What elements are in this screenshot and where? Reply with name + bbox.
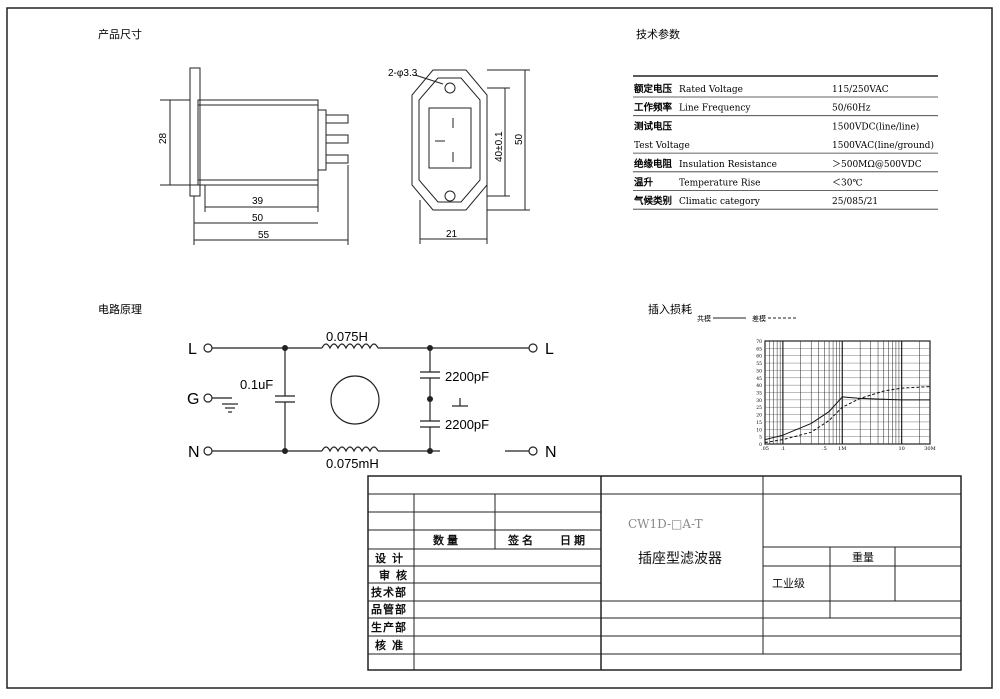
spec-value: 1500VAC(line/ground) bbox=[832, 140, 934, 151]
cap-y1-label: 2200pF bbox=[445, 369, 489, 384]
spec-cn-label: 测试电压 bbox=[634, 120, 673, 132]
sheet-border bbox=[6, 7, 993, 689]
spec-table: 额定电压 Rated Voltage 115/250VAC 工作频率 Line Freq… bbox=[633, 75, 938, 210]
y-tick-label: 50 bbox=[756, 368, 762, 374]
spec-en-label: Test Voltage bbox=[634, 141, 690, 151]
product-name: 插座型滤波器 bbox=[638, 551, 722, 567]
y-tick-label: 10 bbox=[756, 427, 762, 433]
series-common-mode-line bbox=[764, 396, 930, 441]
front-view bbox=[411, 69, 530, 244]
spec-value: ＞500MΩ@500VDC bbox=[832, 160, 922, 170]
legend-label-diff: 差模 bbox=[752, 314, 766, 323]
spec-value: 1500VDC(line/line) bbox=[832, 121, 919, 132]
title-block-outer bbox=[367, 475, 962, 671]
cap-y2-label: 2200pF bbox=[445, 417, 489, 432]
grade-label: 工业级 bbox=[772, 577, 805, 590]
dim-40: 40±0.1 bbox=[494, 131, 505, 162]
spec-value: 25/085/21 bbox=[832, 197, 878, 207]
x-tick-label: 30M bbox=[924, 446, 935, 452]
sign-header: 签名 bbox=[507, 533, 536, 547]
circuit-diagram bbox=[203, 343, 538, 456]
spec-en-label: Line Frequency bbox=[679, 104, 751, 114]
spec-en-label: Climatic category bbox=[679, 197, 761, 207]
dim-50-width: 50 bbox=[252, 213, 264, 224]
weight-label: 重量 bbox=[852, 550, 874, 564]
inductor-top-label: 0.075H bbox=[326, 329, 368, 344]
y-tick-label: 20 bbox=[756, 413, 762, 419]
dim-55: 55 bbox=[258, 230, 270, 241]
terminal-N-right: N bbox=[545, 444, 557, 461]
spec-cn-label: 额定电压 bbox=[634, 83, 673, 95]
x-tick-label: 10 bbox=[898, 446, 904, 452]
y-tick-label: 60 bbox=[756, 354, 762, 360]
y-tick-label: 70 bbox=[756, 339, 762, 345]
x-tick-label: .05 bbox=[761, 446, 769, 452]
series-diff-mode-line bbox=[764, 386, 931, 443]
dim-50-height: 50 bbox=[514, 133, 525, 145]
dimensions-title: 产品尺寸 bbox=[98, 27, 142, 41]
model-number: CW1D-□A-T bbox=[628, 517, 703, 531]
spec-value: ＜30℃ bbox=[832, 179, 863, 189]
qty-header: 数量 bbox=[433, 533, 461, 547]
x-tick-label: .1 bbox=[780, 446, 785, 452]
inductor-bottom-label: 0.075mH bbox=[326, 456, 379, 471]
y-tick-label: 65 bbox=[756, 346, 762, 352]
terminal-N-left: N bbox=[188, 444, 200, 461]
y-tick-label: 15 bbox=[756, 420, 762, 426]
y-tick-label: 0 bbox=[759, 442, 762, 448]
terminal-L-left: L bbox=[188, 341, 197, 358]
spec-value: 50/60Hz bbox=[832, 104, 871, 114]
x-tick-label: 1M bbox=[838, 446, 846, 452]
role-label: 生产部 bbox=[371, 620, 407, 634]
y-tick-label: 35 bbox=[756, 391, 762, 397]
dim-21: 21 bbox=[446, 229, 458, 240]
circuit-nodes bbox=[282, 345, 433, 454]
spec-cn-label: 绝缘电阻 bbox=[634, 158, 673, 170]
date-header: 日期 bbox=[560, 533, 588, 547]
insertion-loss-title: 插入损耗 bbox=[648, 302, 692, 316]
spec-cn-label: 温升 bbox=[634, 177, 654, 189]
spec-value: 115/250VAC bbox=[832, 85, 889, 95]
terminal-G-left: G bbox=[187, 391, 199, 408]
role-label: 技术部 bbox=[371, 585, 407, 599]
terminal-L-right: L bbox=[545, 341, 554, 358]
role-label: 审核 bbox=[379, 568, 413, 582]
dim-28: 28 bbox=[158, 132, 169, 144]
tech-params-title: 技术参数 bbox=[636, 27, 680, 41]
y-tick-label: 5 bbox=[759, 435, 762, 441]
role-label: 核准 bbox=[375, 638, 409, 652]
dim-39: 39 bbox=[252, 196, 264, 207]
cap-x-label: 0.1uF bbox=[240, 377, 273, 392]
title-block-top-strip bbox=[600, 475, 962, 495]
y-tick-label: 45 bbox=[756, 376, 762, 382]
spec-cn-label: 工作频率 bbox=[634, 102, 673, 114]
spec-en-label: Temperature Rise bbox=[679, 179, 760, 189]
role-label: 品管部 bbox=[371, 602, 407, 616]
circuit-title: 电路原理 bbox=[98, 303, 142, 316]
y-tick-label: 40 bbox=[756, 383, 762, 389]
legend-label-common: 共模 bbox=[697, 314, 711, 323]
y-tick-label: 55 bbox=[756, 361, 762, 367]
holes-label: 2-φ3.3 bbox=[388, 68, 418, 79]
spec-en-label: Insulation Resistance bbox=[679, 160, 777, 170]
spec-en-label: Rated Voltage bbox=[679, 85, 743, 95]
side-view bbox=[160, 67, 349, 245]
spec-cn-label: 气候类别 bbox=[633, 195, 672, 207]
role-label: 设计 bbox=[375, 551, 409, 565]
y-tick-label: 30 bbox=[756, 398, 762, 404]
y-tick-label: 25 bbox=[756, 405, 762, 411]
x-tick-label: .5 bbox=[822, 446, 827, 452]
